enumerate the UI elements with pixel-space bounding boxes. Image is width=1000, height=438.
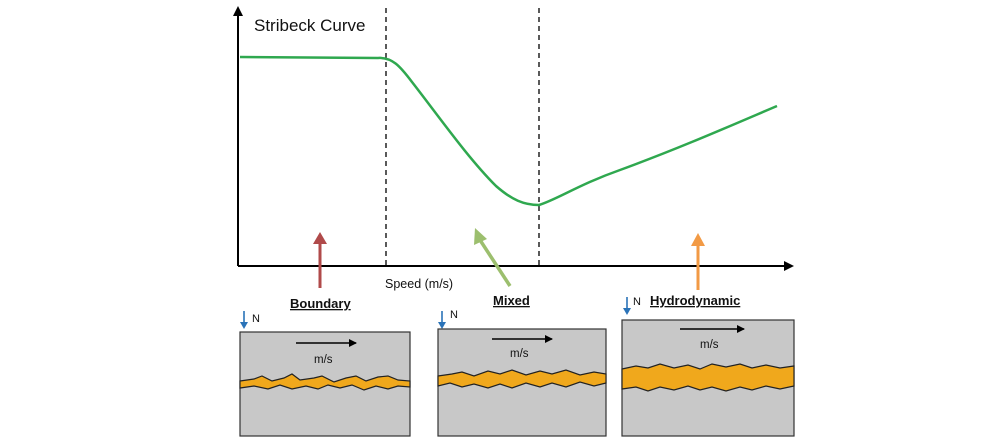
chart-title: Stribeck Curve: [254, 16, 365, 35]
mixed-label: Mixed: [493, 293, 530, 308]
mixed-panel: N m/s: [437, 309, 607, 437]
velocity-label: m/s: [510, 348, 529, 360]
hydrodynamic-label: Hydrodynamic: [650, 293, 740, 308]
hydrodynamic-arrow: [691, 233, 705, 290]
mixed-arrow: [474, 228, 512, 287]
boundary-panel: N m/s: [239, 311, 411, 437]
boundary-arrow: [313, 232, 327, 288]
stribeck-curve: [239, 55, 778, 207]
x-axis-label: Speed (m/s): [385, 277, 453, 291]
load-label: N: [252, 313, 260, 325]
velocity-label: m/s: [314, 354, 333, 366]
load-label: N: [633, 296, 641, 308]
boundary-label: Boundary: [290, 296, 351, 311]
load-label: N: [450, 309, 458, 321]
hydrodynamic-panel: N m/s: [621, 296, 795, 437]
velocity-label: m/s: [700, 339, 719, 351]
